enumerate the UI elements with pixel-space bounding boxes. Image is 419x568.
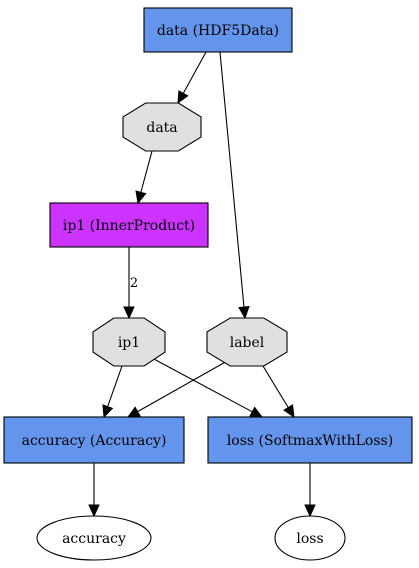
ip1-blob-node[interactable]: ip1 — [92, 317, 166, 367]
edge-ip1_layer-to-ip1_blob: 2 — [123, 247, 138, 320]
edge-ip1_blob-to-accuracy_layer — [102, 365, 123, 419]
label-blob-node[interactable]: label — [206, 317, 288, 367]
node-box — [143, 7, 293, 53]
node-octagon — [206, 317, 288, 367]
arrowhead — [102, 404, 114, 419]
edge-label_blob-to-accuracy_layer — [126, 359, 230, 418]
loss-layer-node[interactable]: loss (SoftmaxWithLoss) — [207, 416, 413, 464]
edge-ip1_blob-to-loss_layer — [151, 357, 264, 418]
node-label: accuracy — [62, 531, 126, 547]
loss-out-node[interactable]: loss — [274, 515, 346, 561]
arrowhead — [126, 406, 141, 418]
edge-line — [219, 51, 245, 308]
edge-data_blob-to-ip1_layer — [135, 150, 153, 205]
accuracy-layer-node[interactable]: accuracy (Accuracy) — [3, 416, 185, 464]
arrowhead — [283, 404, 295, 419]
edge-data_layer-to-data_blob — [177, 51, 207, 105]
edge-accuracy_layer-to-accuracy_out — [88, 463, 100, 518]
arrowhead — [177, 90, 189, 105]
node-octagon — [92, 317, 166, 367]
node-label: loss (SoftmaxWithLoss) — [227, 433, 393, 449]
arrowhead — [135, 190, 147, 205]
nodes-layer: data (HDF5Data) data ip1 (InnerProduct) ip1… — [3, 7, 413, 561]
edge-label: 2 — [130, 276, 138, 291]
ip1-layer-node[interactable]: ip1 (InnerProduct) — [49, 202, 209, 248]
edge-data_layer-to-label_blob — [219, 51, 250, 320]
edge-label_blob-to-loss_layer — [262, 365, 295, 419]
edge-loss_layer-to-loss_out — [304, 463, 316, 518]
arrowhead — [304, 504, 316, 518]
node-ellipse — [36, 515, 152, 561]
node-label: label — [230, 335, 265, 351]
data-layer-node[interactable]: data (HDF5Data) — [143, 7, 293, 53]
accuracy-out-node[interactable]: accuracy — [36, 515, 152, 561]
node-label: accuracy (Accuracy) — [22, 433, 167, 449]
edge-line — [140, 150, 153, 193]
node-box — [207, 416, 413, 464]
arrowhead — [88, 504, 100, 518]
node-box — [3, 416, 185, 464]
edge-line — [151, 357, 253, 413]
node-label: ip1 — [118, 335, 140, 351]
arrowhead — [238, 306, 250, 320]
node-octagon — [122, 102, 202, 152]
edges-layer: 2 — [88, 51, 316, 518]
node-label: data — [146, 120, 177, 136]
data-blob-node[interactable]: data — [122, 102, 202, 152]
edge-line — [137, 359, 230, 413]
arrowhead — [123, 306, 135, 320]
node-box — [49, 202, 209, 248]
node-ellipse — [274, 515, 346, 561]
edge-line — [182, 51, 207, 94]
arrowhead — [249, 406, 264, 418]
edge-line — [262, 365, 289, 408]
node-label: data (HDF5Data) — [157, 23, 279, 39]
node-label: loss — [296, 531, 323, 547]
node-label: ip1 (InnerProduct) — [63, 218, 195, 234]
edge-line — [107, 365, 123, 407]
